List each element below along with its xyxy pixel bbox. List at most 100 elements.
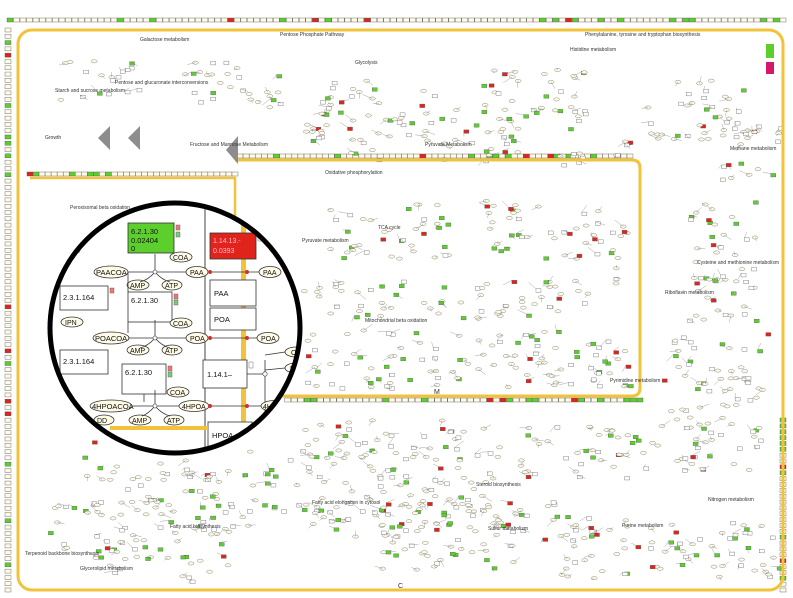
metabolite-node xyxy=(494,455,501,459)
reaction-edge xyxy=(531,206,539,211)
network-node xyxy=(409,17,416,23)
reaction-edge xyxy=(351,315,355,322)
enzyme-node xyxy=(695,387,701,392)
reaction-edge xyxy=(661,134,671,137)
metabolite-node xyxy=(304,338,312,343)
reaction-edge xyxy=(454,440,464,448)
reaction-edge xyxy=(390,329,400,334)
reaction-edge xyxy=(747,424,751,431)
metabolite-node xyxy=(478,286,486,290)
metabolite-node xyxy=(696,123,703,128)
network-node xyxy=(474,17,481,23)
reaction-edge xyxy=(574,77,581,81)
enzyme-node xyxy=(701,96,707,100)
enzyme-node xyxy=(748,286,755,290)
reaction-edge xyxy=(219,541,228,543)
metabolite-node xyxy=(135,475,142,479)
reaction-edge xyxy=(453,370,458,379)
reaction-edge xyxy=(577,475,586,479)
reaction-edge xyxy=(177,537,183,542)
enzyme-node xyxy=(556,329,562,334)
enzyme-node xyxy=(523,333,529,337)
reaction-edge xyxy=(520,529,531,533)
reaction-edge xyxy=(187,62,196,65)
reaction-edge xyxy=(501,135,507,141)
network-node xyxy=(364,153,372,159)
network-node xyxy=(4,304,12,310)
enzyme-node xyxy=(709,105,716,109)
metabolite-node xyxy=(765,572,772,577)
enzyme-node xyxy=(643,466,650,471)
network-node xyxy=(225,171,233,177)
reaction-edge xyxy=(96,475,103,480)
reaction-edge xyxy=(666,354,674,362)
metabolite-node xyxy=(575,114,582,119)
reaction-edge xyxy=(368,420,373,427)
reaction-edge xyxy=(678,547,684,552)
reaction-edge xyxy=(57,502,64,506)
metabolite-node xyxy=(705,137,712,141)
metabolite-node xyxy=(489,220,496,225)
enzyme-node xyxy=(184,467,190,472)
growth-triangle xyxy=(226,136,238,164)
reaction-edge xyxy=(754,445,757,450)
network-node xyxy=(4,323,12,328)
enzyme-node xyxy=(358,303,364,308)
pathway-label: Histidine metabolism xyxy=(570,47,617,53)
reaction-edge xyxy=(745,546,750,553)
reaction-edge xyxy=(420,431,423,435)
network-node xyxy=(317,397,324,403)
reaction-edge xyxy=(230,524,241,526)
metabolite-node xyxy=(599,569,606,573)
reaction-edge xyxy=(574,90,578,97)
enzyme-node xyxy=(565,515,571,520)
enzyme-node xyxy=(548,230,554,235)
reaction-edge xyxy=(381,302,384,306)
reaction-edge xyxy=(308,502,318,507)
network-node xyxy=(552,17,559,23)
metabolite-label: AMP xyxy=(130,348,146,355)
enzyme-node xyxy=(733,135,740,140)
reaction-edge xyxy=(155,503,161,508)
reaction-edge xyxy=(57,522,65,524)
metabolite-node xyxy=(308,454,316,459)
enzyme-node xyxy=(732,126,738,131)
enzyme-node xyxy=(770,173,776,178)
reaction-edge xyxy=(696,440,706,443)
enzyme-node xyxy=(686,92,692,97)
reaction-edge xyxy=(185,573,187,577)
network-node xyxy=(4,222,12,228)
enzyme-node xyxy=(438,301,444,305)
metabolite-node xyxy=(128,414,152,426)
enzyme-flag-icon xyxy=(248,361,254,369)
pathway-label: Phenylalanine, tyrosine and tryptophan b… xyxy=(585,32,701,38)
network-node xyxy=(189,171,196,177)
network-node xyxy=(323,397,330,403)
enzyme-node xyxy=(328,451,334,456)
enzyme-node xyxy=(590,455,596,460)
metabolite-node xyxy=(418,525,425,529)
metabolite-node xyxy=(719,564,726,568)
metabolite-node xyxy=(113,464,121,469)
enzyme-node xyxy=(732,532,739,537)
reaction-edge xyxy=(584,293,588,298)
network-node xyxy=(4,97,12,102)
network-node xyxy=(675,17,683,23)
network-node xyxy=(4,115,12,121)
network-node xyxy=(279,153,286,159)
reaction-edge xyxy=(589,426,592,431)
metabolite-node xyxy=(508,99,516,103)
reaction-edge xyxy=(101,512,104,516)
enzyme-node xyxy=(740,273,747,278)
network-node xyxy=(39,17,46,23)
reaction-edge xyxy=(704,129,711,134)
enzyme-node xyxy=(270,483,277,488)
enzyme-node xyxy=(708,430,714,435)
metabolite-node xyxy=(512,203,519,208)
network-node xyxy=(468,153,475,159)
metabolite-node xyxy=(412,511,419,515)
metabolite-node xyxy=(187,561,195,566)
network-node xyxy=(547,153,554,159)
metabolite-node xyxy=(388,254,395,259)
reaction-edge xyxy=(396,346,402,349)
